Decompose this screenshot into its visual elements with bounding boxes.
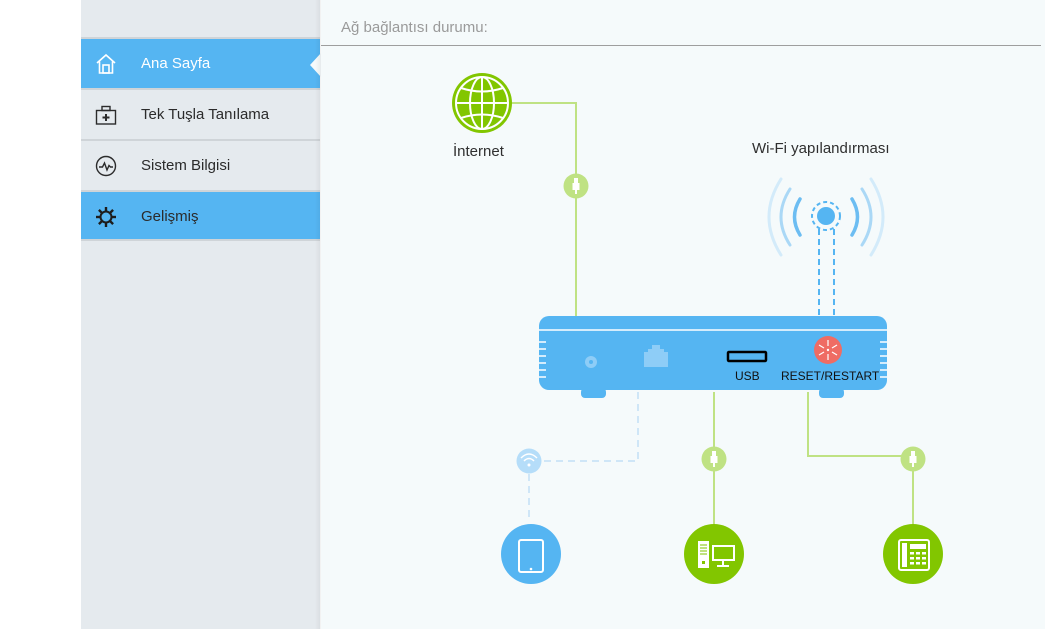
wireless-link-line bbox=[543, 392, 639, 462]
sidebar: Ana Sayfa Tek Tuşla Tanılama Sistem Bilg… bbox=[81, 0, 321, 629]
ethernet-port-icon bbox=[644, 345, 668, 367]
title-divider bbox=[321, 45, 1041, 46]
reset-button[interactable] bbox=[814, 336, 842, 364]
phone-connection-line bbox=[807, 392, 914, 528]
gear-icon bbox=[94, 205, 118, 229]
network-diagram bbox=[452, 73, 943, 584]
wifi-signal-icon[interactable] bbox=[767, 177, 885, 316]
sidebar-item-system-info[interactable]: Sistem Bilgisi bbox=[81, 139, 320, 190]
sidebar-item-label: Gelişmiş bbox=[141, 208, 199, 225]
sidebar-item-one-click-diagnosis[interactable]: Tek Tuşla Tanılama bbox=[81, 88, 320, 139]
telephone-icon[interactable] bbox=[883, 524, 943, 584]
reset-label: RESET/RESTART bbox=[781, 369, 880, 383]
main-panel: Ağ bağlantısı durumu: bbox=[321, 0, 1045, 629]
computer-icon[interactable] bbox=[684, 524, 744, 584]
sidebar-item-home[interactable]: Ana Sayfa bbox=[81, 37, 321, 88]
internet-label: İnternet bbox=[453, 143, 504, 160]
sidebar-item-label: Tek Tuşla Tanılama bbox=[141, 106, 270, 123]
wifi-hotspot-icon bbox=[516, 448, 542, 474]
home-icon bbox=[94, 52, 118, 76]
cable-connector-icon bbox=[563, 173, 589, 199]
pulse-icon bbox=[94, 154, 118, 178]
usb-port-icon bbox=[726, 350, 768, 363]
internet-globe-icon[interactable] bbox=[452, 73, 512, 133]
tablet-icon[interactable] bbox=[501, 524, 561, 584]
wifi-config-label[interactable]: Wi-Fi yapılandırması bbox=[752, 140, 890, 157]
first-aid-kit-icon bbox=[94, 103, 118, 127]
router-device bbox=[539, 316, 887, 398]
sidebar-shadow bbox=[315, 0, 321, 629]
page-title: Ağ bağlantısı durumu: bbox=[341, 19, 488, 36]
sidebar-item-label: Sistem Bilgisi bbox=[141, 157, 231, 174]
cable-connector-icon bbox=[900, 446, 926, 472]
divider bbox=[81, 239, 320, 241]
active-pointer bbox=[310, 53, 321, 77]
usb-label: USB bbox=[735, 369, 760, 383]
sidebar-item-advanced[interactable]: Gelişmiş bbox=[81, 190, 320, 241]
cable-connector-icon bbox=[701, 446, 727, 472]
sidebar-item-label: Ana Sayfa bbox=[141, 55, 211, 72]
internet-connection-line bbox=[511, 102, 577, 318]
